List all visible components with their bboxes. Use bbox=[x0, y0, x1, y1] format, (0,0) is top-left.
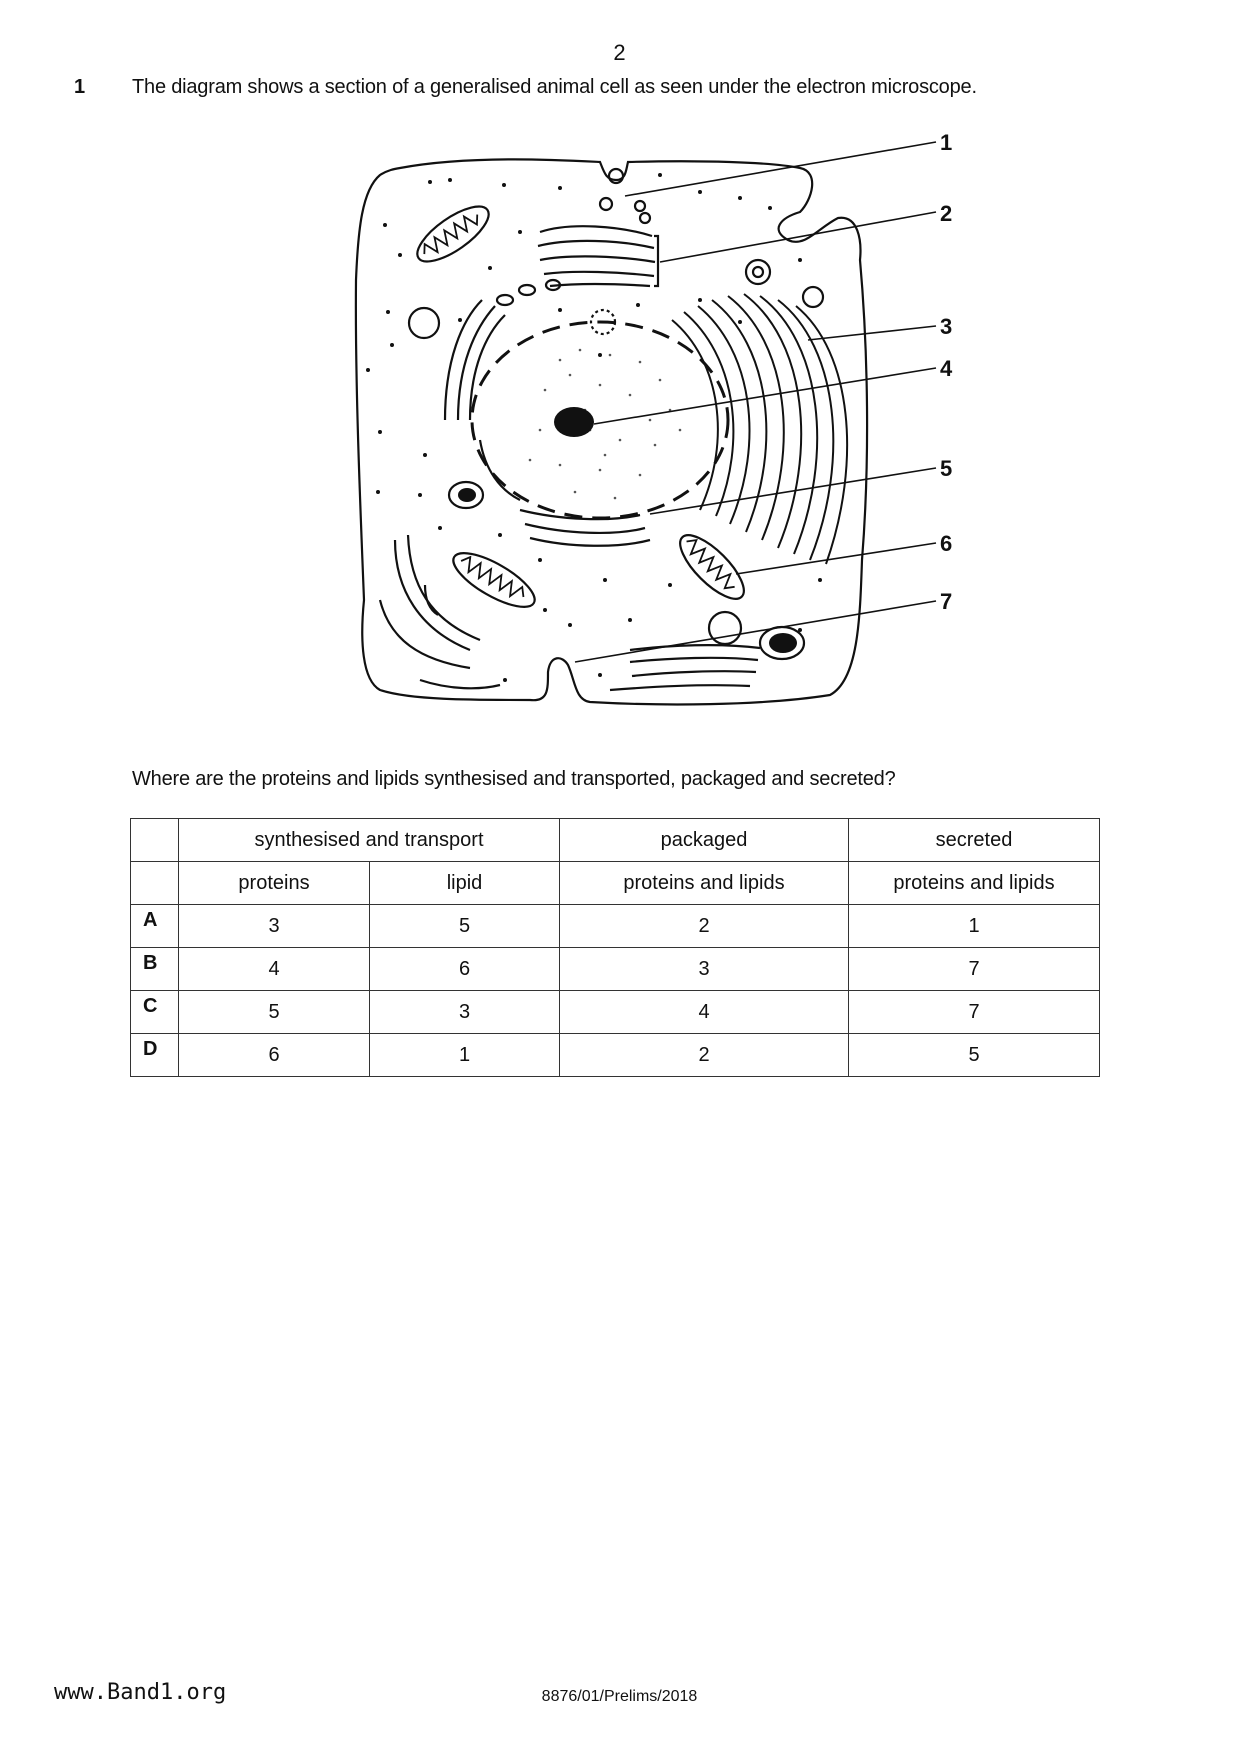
vesicle bbox=[607, 167, 625, 185]
table-cell: 5 bbox=[178, 990, 370, 1034]
table-row: D 6 1 2 5 bbox=[130, 1033, 1100, 1077]
diagram-label-1: 1 bbox=[940, 130, 952, 155]
diagram-label-5: 5 bbox=[940, 456, 952, 481]
golgi-cisterna bbox=[549, 283, 651, 288]
mitochondrion-right bbox=[679, 534, 745, 600]
table-cell: 3 bbox=[369, 990, 560, 1034]
diagram-label-2: 2 bbox=[940, 201, 952, 226]
table-cell: 7 bbox=[848, 947, 1100, 991]
question-stem: The diagram shows a section of a general… bbox=[132, 76, 977, 98]
option-label: B bbox=[130, 947, 179, 991]
golgi-cisterna bbox=[543, 270, 655, 278]
table-cell: 4 bbox=[178, 947, 370, 991]
table-cell: 2 bbox=[559, 1033, 849, 1077]
table-cell: 6 bbox=[369, 947, 560, 991]
table-cell: 1 bbox=[369, 1033, 560, 1077]
table-subheader-packaged: proteins and lipids bbox=[559, 861, 849, 905]
vesicle bbox=[638, 211, 652, 225]
golgi-cisterna bbox=[539, 255, 656, 264]
table-cell: 7 bbox=[848, 990, 1100, 1034]
table-subheader-lipid: lipid bbox=[369, 861, 560, 905]
table-group-header-row: synthesised and transport packaged secre… bbox=[130, 818, 1100, 862]
table-header-synthesised: synthesised and transport bbox=[178, 818, 560, 862]
table-cell: 4 bbox=[559, 990, 849, 1034]
diagram-label-3: 3 bbox=[940, 314, 952, 339]
vesicle bbox=[598, 196, 614, 212]
golgi-bracket bbox=[654, 234, 660, 288]
option-label: A bbox=[130, 904, 179, 948]
diagram-label-4: 4 bbox=[940, 356, 953, 381]
option-label: C bbox=[130, 990, 179, 1034]
table-corner-cell bbox=[130, 818, 179, 862]
question-prompt: Where are the proteins and lipids synthe… bbox=[132, 768, 896, 790]
nuclear-envelope bbox=[470, 320, 730, 520]
table-row: C 5 3 4 7 bbox=[130, 990, 1100, 1034]
page-number: 2 bbox=[613, 40, 626, 65]
table-cell: 6 bbox=[178, 1033, 370, 1077]
table-row: A 3 5 2 1 bbox=[130, 904, 1100, 948]
vesicle bbox=[633, 199, 647, 213]
diagram-label-7: 7 bbox=[940, 589, 952, 614]
table-cell: 3 bbox=[559, 947, 849, 991]
cell-membrane bbox=[354, 158, 869, 706]
question-number: 1 bbox=[74, 76, 86, 98]
table-cell: 2 bbox=[559, 904, 849, 948]
golgi-cisterna bbox=[539, 225, 653, 238]
diagram-label-6: 6 bbox=[940, 531, 952, 556]
golgi-cisterna bbox=[537, 239, 655, 250]
lysosome bbox=[447, 480, 485, 510]
mitochondrion-top-left bbox=[416, 205, 490, 263]
table-cell: 3 bbox=[178, 904, 370, 948]
footer-website: www.Band1.org bbox=[54, 1680, 227, 1705]
table-cell: 1 bbox=[848, 904, 1100, 948]
option-label: D bbox=[130, 1033, 179, 1077]
table-cell: 5 bbox=[369, 904, 560, 948]
nucleolus bbox=[554, 407, 594, 437]
answer-table: synthesised and transport packaged secre… bbox=[130, 818, 1100, 1077]
table-subheader-secreted: proteins and lipids bbox=[848, 861, 1100, 905]
table-row: B 4 6 3 7 bbox=[130, 947, 1100, 991]
table-sub-header-row: proteins lipid proteins and lipids prote… bbox=[130, 861, 1100, 905]
table-header-secreted: secreted bbox=[848, 818, 1100, 862]
table-header-packaged: packaged bbox=[559, 818, 849, 862]
table-corner-cell bbox=[130, 861, 179, 905]
footer-exam-code: 8876/01/Prelims/2018 bbox=[541, 1688, 698, 1705]
animal-cell-diagram: 1 2 3 4 5 6 7 bbox=[354, 130, 953, 706]
table-subheader-proteins: proteins bbox=[178, 861, 370, 905]
table-cell: 5 bbox=[848, 1033, 1100, 1077]
mitochondrion-lower-left bbox=[452, 552, 536, 608]
